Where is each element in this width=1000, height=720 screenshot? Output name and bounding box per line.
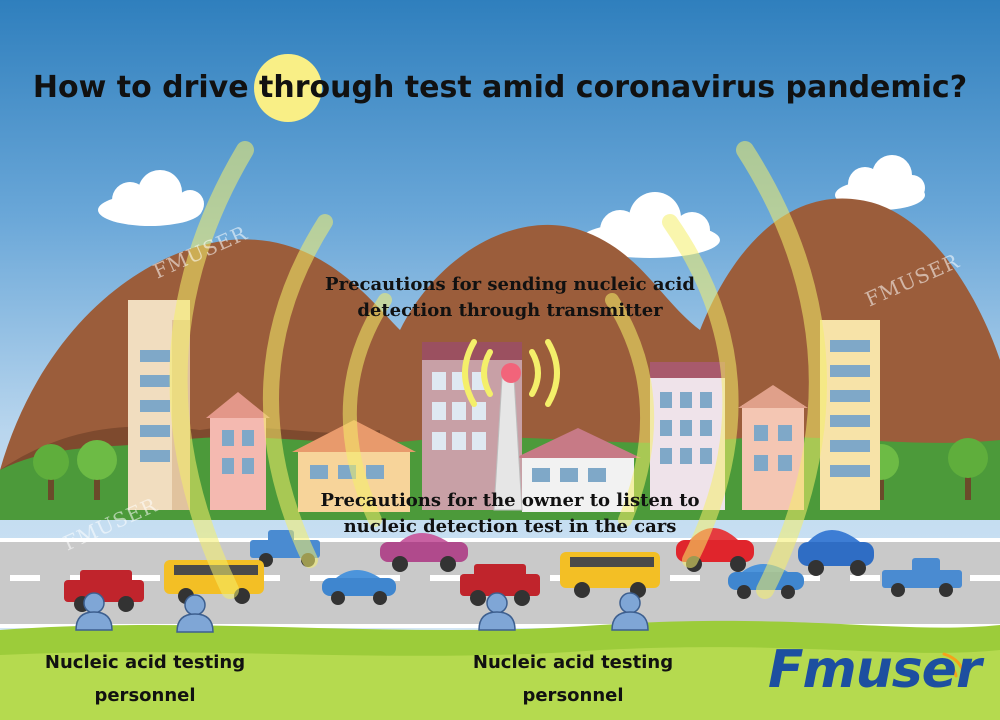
caption-cars: Precautions for the owner to listen to n… xyxy=(320,490,700,537)
person-icon xyxy=(176,594,214,633)
brand-logo: Fmuser xyxy=(768,640,982,700)
buildings xyxy=(128,300,880,512)
person-icon xyxy=(75,592,113,631)
caption-transmitter: Precautions for sending nucleic acid det… xyxy=(325,274,695,321)
label-personnel-left: Nucleic acid testing personnel xyxy=(44,652,246,706)
suv-red-mid xyxy=(460,564,540,606)
car-magenta xyxy=(380,533,468,572)
car-blue-mid xyxy=(322,570,396,605)
sun xyxy=(254,54,322,122)
wifi-icon xyxy=(942,652,966,678)
signal-waves xyxy=(462,339,560,407)
broadcast-arcs xyxy=(169,141,827,599)
transmitter-tower xyxy=(493,363,523,511)
truck-blue-right xyxy=(882,558,962,597)
label-personnel-right: Nucleic acid testing personnel xyxy=(472,652,674,706)
person-icon xyxy=(478,592,516,631)
cloud-left xyxy=(98,170,204,226)
bus-yellow-mid xyxy=(560,552,660,598)
page-title: How to drive through test amid coronavir… xyxy=(32,70,968,105)
car-blue-round xyxy=(798,530,874,576)
person-icon xyxy=(611,592,649,631)
